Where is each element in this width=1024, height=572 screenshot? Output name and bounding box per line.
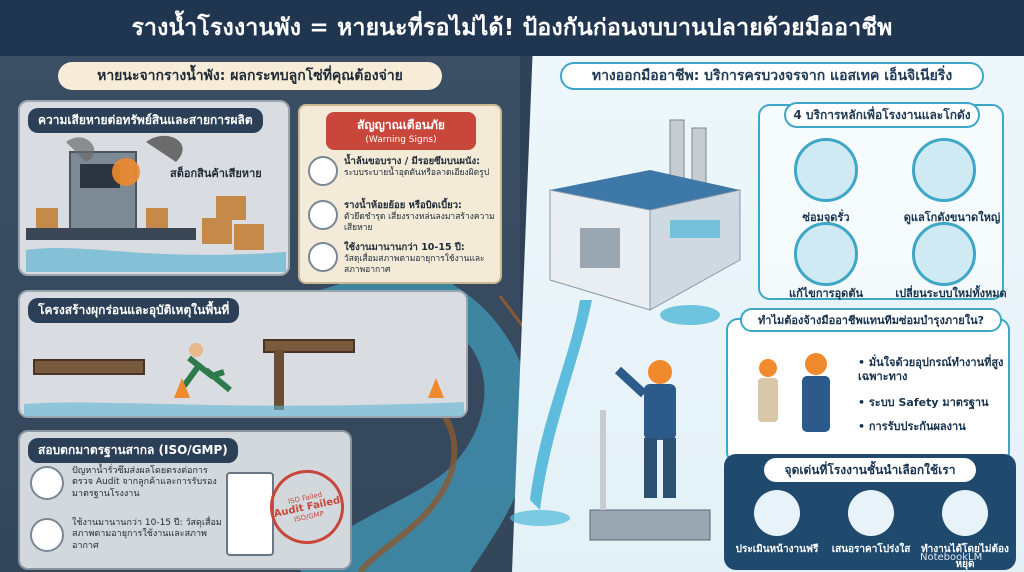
left-banner: หายนะจากรางน้ำพัง: ผลกระทบลูกโซ่ที่คุณต้… <box>58 62 442 90</box>
iso-item-text: ใช้งานมานานกว่า 10-15 ปี: วัสดุเสื่อมสภา… <box>72 518 222 551</box>
asset-loss-title: ความเสียหายต่อทรัพย์สินและสายการผลิต <box>28 108 263 133</box>
calculator-icon <box>848 490 894 536</box>
warning-subtitle: (Warning Signs) <box>365 135 437 145</box>
why-item-text: มั่นใจด้วยอุปกรณ์ทำงานที่สูงเฉพาะทาง <box>858 356 1004 384</box>
watermark: NotebookLM <box>920 552 983 563</box>
warning-title-box: สัญญาณเตือนภัย (Warning Signs) <box>326 112 476 150</box>
sagging-gutter-icon <box>308 200 338 230</box>
features-card: จุดเด่นที่โรงงานชั้นนำเลือกใช้เรา ประเมิ… <box>724 454 1016 570</box>
feature-label: เสนอราคาโปร่งใส <box>831 544 911 555</box>
features-title-pill: จุดเด่นที่โรงงานชั้นนำเลือกใช้เรา <box>764 458 976 482</box>
worker-on-lift-illustration <box>589 360 711 541</box>
warning-item-head: ใช้งานมานานกว่า 10-15 ปี: <box>344 242 465 253</box>
iso-audit-card: สอบตกมาตรฐานสากล (ISO/GMP) ปัญหาน้ำรั่วซ… <box>18 430 352 570</box>
full-replacement-service-icon <box>912 222 976 286</box>
right-banner-text: ทางออกมืออาชีพ: บริการครบวงจรจาก แอสเทค … <box>591 68 953 84</box>
safety-workers-illustration <box>758 353 830 432</box>
warning-title: สัญญาณเตือนภัย <box>357 118 445 132</box>
why-item: • มั่นใจด้วยอุปกรณ์ทำงานที่สูงเฉพาะทาง <box>858 356 1004 384</box>
overflow-gutter-icon <box>308 156 338 186</box>
asset-loss-card: ความเสียหายต่อทรัพย์สินและสายการผลิต สต็… <box>18 100 290 276</box>
water-stream-illustration <box>510 300 592 526</box>
audit-clipboard-illustration <box>226 472 274 556</box>
unclog-service-icon <box>794 222 858 286</box>
why-professional-card: ทำไมต้องจ้างมืออาชีพแทนทีมซ่อมบำรุงภายใน… <box>726 308 1010 464</box>
why-item-text: ระบบ Safety มาตรฐาน <box>868 396 989 409</box>
service-label: แก้ไขการอุดตัน <box>789 287 863 300</box>
services-title-pill: 4 บริการหลักเพื่อโรงงานและโกดัง <box>784 102 980 128</box>
features-title: จุดเด่นที่โรงงานชั้นนำเลือกใช้เรา <box>784 462 956 477</box>
services-title: 4 บริการหลักเพื่อโรงงานและโกดัง <box>793 107 971 122</box>
header-bar: รางน้ำโรงงานพัง = หายนะที่รอไม่ได้! ป้อง… <box>0 0 1024 56</box>
leak-gutter-icon <box>30 466 64 500</box>
leak-repair-service-icon <box>794 138 858 202</box>
warning-item: รางน้ำห้อยย้อย หรือบิดเบี้ยว:ตัวยึดชำรุด… <box>308 200 496 242</box>
rusted-beam-accident-illustration <box>24 339 464 416</box>
why-item-text: การรับประกันผลงาน <box>868 420 966 433</box>
right-banner: ทางออกมืออาชีพ: บริการครบวงจรจาก แอสเทค … <box>560 62 984 90</box>
why-title: ทำไมต้องจ้างมืออาชีพแทนทีมซ่อมบำรุงภายใน… <box>740 308 1002 332</box>
clock-icon <box>308 242 338 272</box>
broken-machine-illustration <box>26 135 286 272</box>
warning-item-head: รางน้ำห้อยย้อย หรือบิดเบี้ยว: <box>344 200 462 211</box>
left-banner-text: หายนะจากรางน้ำพัง: ผลกระทบลูกโซ่ที่คุณต้… <box>97 68 403 84</box>
factory-illustration <box>549 119 741 325</box>
iso-item-text: ปัญหาน้ำรั่วซึมส่งผลโดยตรงต่อการตรวจ Aud… <box>72 466 217 499</box>
why-item: • ระบบ Safety มาตรฐาน <box>858 396 989 409</box>
warehouse-care-service-icon <box>912 138 976 202</box>
warning-signs-card: สัญญาณเตือนภัย (Warning Signs) น้ำล้นขอบ… <box>298 104 502 284</box>
why-item: • การรับประกันผลงาน <box>858 420 966 433</box>
service-label: เปลี่ยนระบบใหม่ทั้งหมด <box>895 287 1007 300</box>
stock-damage-label: สต็อกสินค้าเสียหาย <box>170 167 262 180</box>
clock-icon <box>30 518 64 552</box>
structure-title: โครงสร้างผุกร่อนและอุบัติเหตุในพื้นที่ <box>28 298 240 323</box>
service-label: ซ่อมจุดรั่ว <box>802 211 850 224</box>
service-label: ดูแลโกดังขนาดใหญ่ <box>903 211 1001 224</box>
warning-item: น้ำล้นขอบราง / มีรอยซึมบนผนัง:ระบบระบายน… <box>308 156 496 198</box>
warning-item-body: ตัวยึดชำรุด เสี่ยงรางหล่นลงมาสร้างความเส… <box>344 211 495 233</box>
page-title: รางน้ำโรงงานพัง = หายนะที่รอไม่ได้! ป้อง… <box>131 15 893 41</box>
feature-label: ประเมินหน้างานฟรี <box>735 544 819 555</box>
structure-card: โครงสร้างผุกร่อนและอุบัติเหตุในพื้นที่ <box>18 290 468 418</box>
warning-item-body: ระบบระบายน้ำอุดตันหรือลาดเอียงผิดรูป <box>344 167 490 178</box>
gear-check-icon <box>942 490 988 536</box>
warning-item: ใช้งานมานานกว่า 10-15 ปี:วัสดุเสื่อมสภาพ… <box>308 242 496 284</box>
assessment-clipboard-icon <box>754 490 800 536</box>
warning-item-body: วัสดุเสื่อมสภาพตามอายุการใช้งานและสภาพอา… <box>344 253 485 275</box>
warning-item-head: น้ำล้นขอบราง / มีรอยซึมบนผนัง: <box>344 156 480 167</box>
audit-failed-stamp: ISO Failed Audit Failed ISO/GMP <box>263 463 350 551</box>
feature-label: ทำงานได้โดยไม่ต้องหยุด <box>921 544 1009 570</box>
iso-title: สอบตกมาตรฐานสากล (ISO/GMP) <box>28 438 238 463</box>
